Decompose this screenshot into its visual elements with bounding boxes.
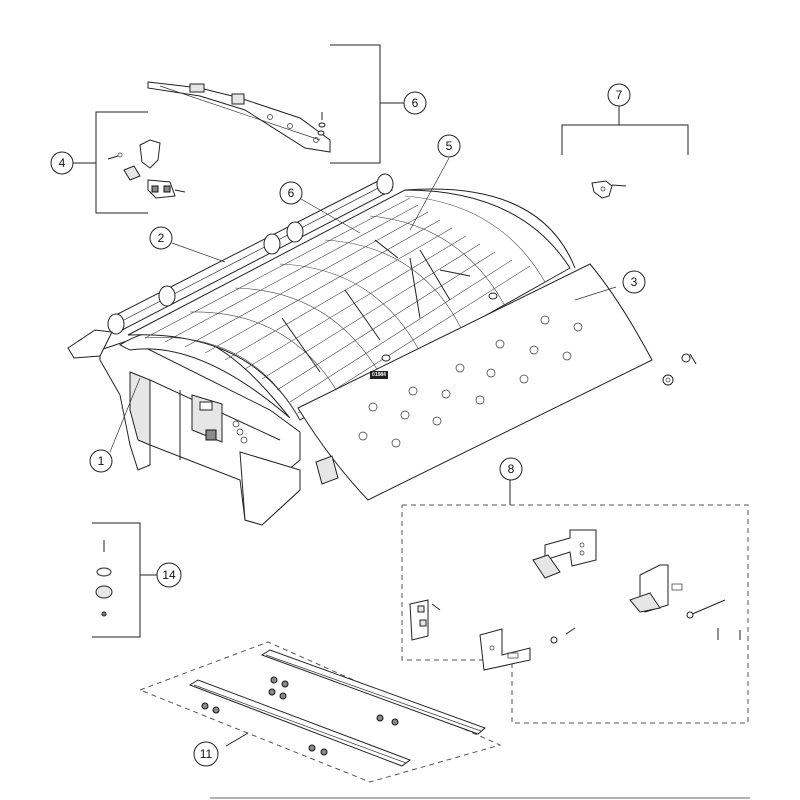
washer — [662, 374, 674, 386]
svg-text:4: 4 — [59, 156, 66, 170]
serial-plate: 01984 — [372, 372, 386, 378]
callout-6-mid: 6 — [279, 181, 303, 205]
leader-lines — [109, 157, 617, 453]
svg-text:14: 14 — [162, 568, 176, 582]
bracket-group-11 — [138, 641, 502, 783]
callout-11: 11 — [193, 741, 219, 767]
callout-8: 8 — [499, 457, 523, 481]
roller-tube — [67, 173, 394, 359]
bracket-group-7 — [561, 106, 689, 199]
bracket-group-8 — [401, 480, 749, 724]
svg-text:7: 7 — [616, 88, 623, 102]
svg-text:1: 1 — [98, 454, 105, 468]
base-housing — [99, 339, 301, 526]
callout-2: 2 — [149, 226, 173, 250]
bracket-group-6 — [147, 44, 404, 164]
callout-1: 1 — [89, 449, 113, 473]
hardware-group-14 — [92, 522, 157, 638]
callout-14: 14 — [156, 562, 182, 588]
svg-text:8: 8 — [508, 462, 515, 476]
main-assembly: 01984 — [67, 173, 697, 526]
bracket-group-4 — [73, 111, 186, 214]
svg-text:3: 3 — [631, 275, 638, 289]
panel-holes — [358, 315, 583, 448]
svg-text:11: 11 — [200, 747, 213, 761]
callout-3: 3 — [622, 270, 646, 294]
callout-5: 5 — [437, 134, 461, 158]
wire-grid-cover — [127, 188, 576, 421]
callout-6-top: 6 — [403, 91, 427, 115]
callout-4: 4 — [50, 151, 74, 175]
callout-7: 7 — [607, 83, 631, 107]
svg-text:6: 6 — [288, 186, 295, 200]
svg-text:2: 2 — [158, 231, 165, 245]
svg-text:6: 6 — [412, 96, 419, 110]
svg-text:5: 5 — [446, 139, 453, 153]
front-panel: 01984 — [297, 263, 653, 501]
